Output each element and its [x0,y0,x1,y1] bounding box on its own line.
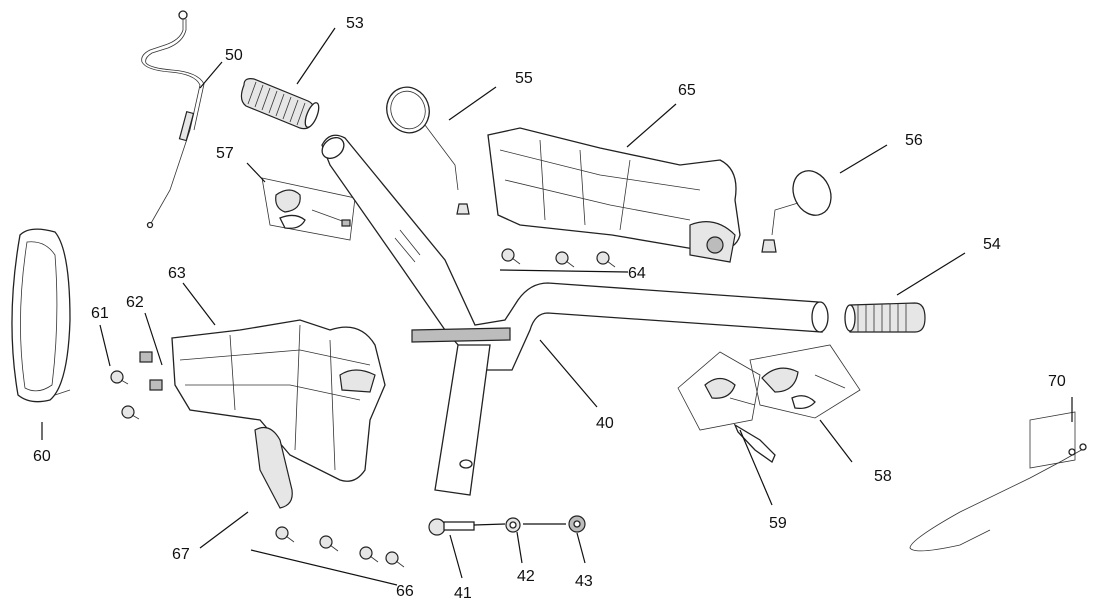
part-67-side-trim [254,427,293,509]
part-64-screws [501,248,616,268]
callout-64: 64 [628,265,646,282]
callout-60: 60 [33,448,51,465]
part-65-front-cover [487,127,741,263]
part-55-left-mirror [386,86,470,215]
callout-42: 42 [517,568,535,585]
part-56-right-mirror [761,170,832,253]
leader-lines [41,27,1073,586]
part-57-left-switch [261,177,356,241]
callout-59: 59 [769,515,787,532]
part-42-washer [505,517,521,533]
callout-55: 55 [515,70,533,87]
part-70-cable [909,411,1087,552]
callout-61: 61 [91,305,109,322]
part-50-throttle-cable [141,10,205,229]
callout-63: 63 [168,265,186,282]
part-61-62-bolts [110,351,163,420]
callout-40: 40 [596,415,614,432]
callout-54: 54 [983,236,1001,253]
callout-57: 57 [216,145,234,162]
part-43-nut [568,515,586,533]
callout-67-label: 67 [172,546,190,563]
callout-65: 65 [678,82,696,99]
callout-62: 62 [126,294,144,311]
part-66-screws [275,526,405,568]
part-59-brake-lever [677,351,776,463]
part-63-lower-cover [171,319,386,482]
callout-58: 58 [874,468,892,485]
callout-70: 70 [1048,373,1066,390]
part-40-handlebar [321,134,829,496]
callout-labels: 50 53 55 65 56 57 54 63 64 62 61 70 40 6… [33,15,1066,602]
part-41-bolt [428,518,475,536]
part-54-right-grip [844,302,926,333]
callout-56: 56 [905,132,923,149]
callout-43: 43 [575,573,593,590]
callout-53: 53 [346,15,364,32]
part-53-left-grip [240,78,320,130]
callout-41: 41 [454,585,472,602]
callout-66: 66 [396,583,414,600]
part-60-headlight-rim [11,228,71,403]
callout-50: 50 [225,47,243,64]
part-58-right-switch [749,344,861,419]
